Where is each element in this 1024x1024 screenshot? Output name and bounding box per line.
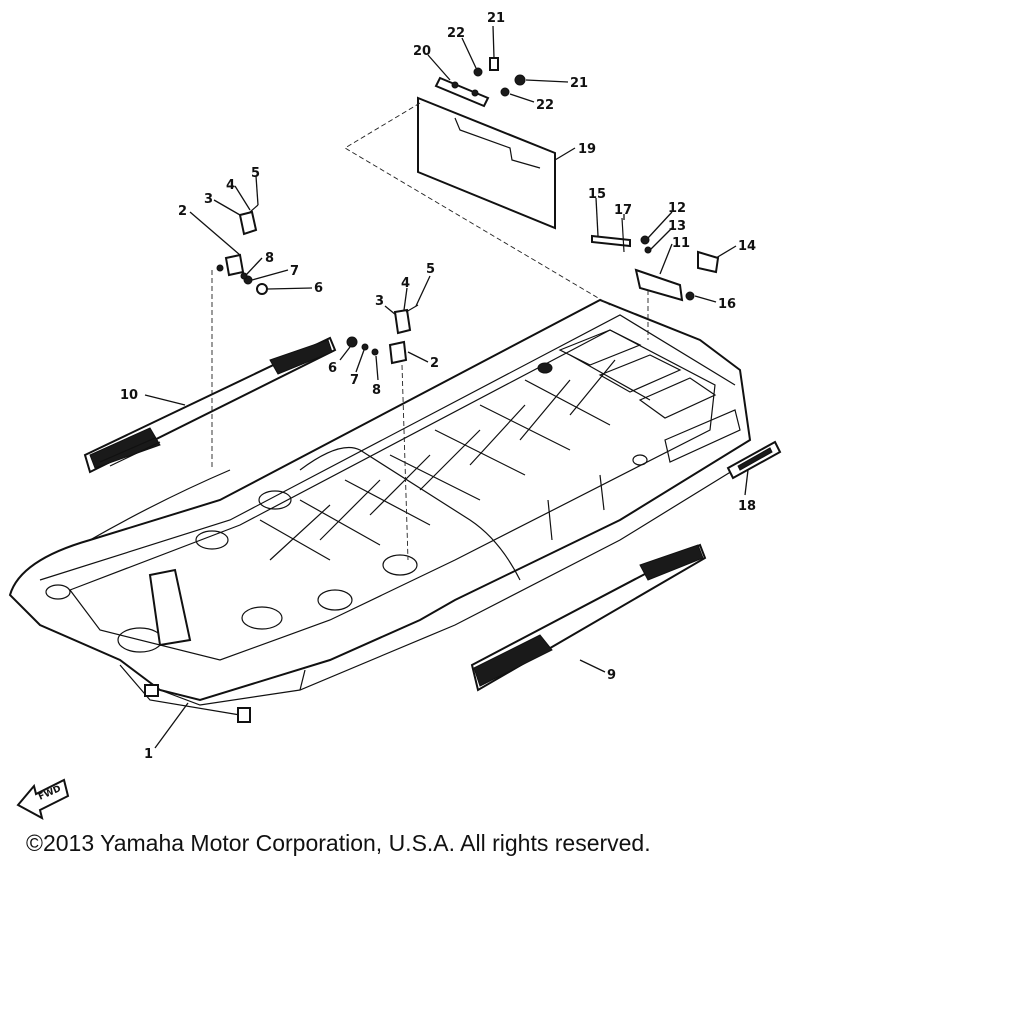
callout-7: 7 [290,264,299,279]
callout-18: 18 [738,499,756,514]
callout-16: 16 [718,297,736,312]
callout-21: 21 [487,11,505,26]
callout-19: 19 [578,142,596,157]
cover-plate [417,96,556,230]
callout-12: 12 [668,201,686,216]
callout-13: 13 [668,219,686,234]
callout-22: 22 [447,26,465,41]
callout-22b: 22 [536,98,554,113]
callout-8b: 8 [372,383,381,398]
callout-17: 17 [614,203,632,218]
callout-14: 14 [738,239,756,254]
hinge-center [346,304,419,365]
latch-right [591,217,720,302]
callout-20: 20 [413,44,431,59]
front-arrow-icon: FWD [16,778,70,820]
reflector [726,440,782,480]
fasteners-21-22 [473,57,526,97]
callout-6: 6 [314,281,323,296]
callout-4: 4 [226,178,235,193]
callout-15: 15 [588,187,606,202]
callout-1: 1 [144,747,153,762]
callout-3b: 3 [375,294,384,309]
callout-3: 3 [204,192,213,207]
callout-6b: 6 [328,361,337,376]
callout-9: 9 [607,668,616,683]
leader-lines [144,25,749,749]
callout-labels: 1 2 3 4 5 6 7 8 2 3 4 5 6 7 8 9 10 11 12… [120,11,756,762]
callout-5b: 5 [426,262,435,277]
footrest-mat-left [83,336,337,474]
callout-8: 8 [265,251,274,266]
callout-2: 2 [178,204,187,219]
callout-11: 11 [672,236,690,251]
callout-5: 5 [251,166,260,181]
bracket-20 [434,76,490,108]
callout-4b: 4 [401,276,410,291]
copyright-notice: ©2013 Yamaha Motor Corporation, U.S.A. A… [26,830,651,856]
hinge-left [216,204,268,295]
hull-frame [8,298,752,723]
callout-7b: 7 [350,373,359,388]
footrest-mat-right [470,543,707,692]
callout-10: 10 [120,388,138,403]
callout-2b: 2 [430,356,439,371]
callout-21b: 21 [570,76,588,91]
